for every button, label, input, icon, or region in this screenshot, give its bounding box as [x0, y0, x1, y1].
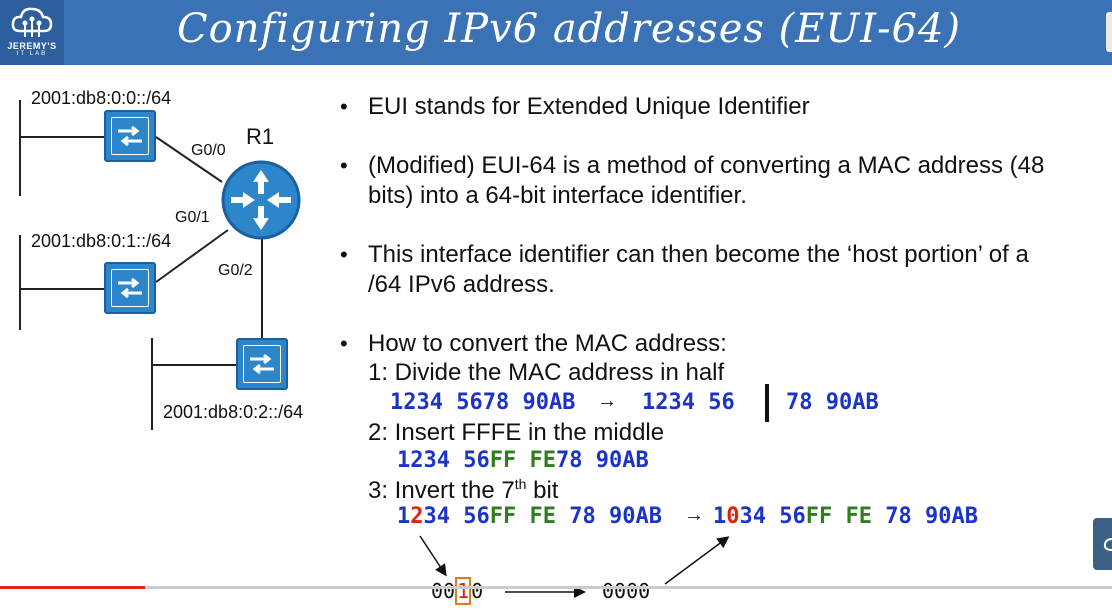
divider [765, 384, 769, 422]
interface-label-g0-2: G0/2 [218, 262, 253, 279]
router-name: R1 [246, 124, 275, 149]
eui-64-after-inversion: 1034 56FF FE 78 90AB [713, 504, 978, 529]
interface-label-g0-1: G0/1 [175, 209, 210, 226]
binary-after: 0000 [602, 579, 651, 603]
network-label-0: 2001:db8:0:0::/64 [31, 88, 172, 108]
interface-label-g0-0: G0/0 [191, 142, 226, 159]
slide-title: Configuring IPv6 addresses (EUI-64) [176, 6, 962, 52]
network-label-1: 2001:db8:0:1::/64 [31, 231, 172, 251]
arrow-right-icon: → [597, 390, 617, 412]
mac-right-half: 78 90AB [786, 390, 879, 415]
logo-text: JEREMY'S [7, 41, 57, 51]
network-label-2: 2001:db8:0:2::/64 [163, 402, 304, 422]
step-1-text: 1: Divide the MAC address in half [368, 359, 725, 386]
switch-icon [104, 262, 156, 314]
mac-address: 1234 5678 90AB [390, 390, 576, 415]
video-progress-track[interactable] [0, 586, 1112, 589]
side-panel-tab[interactable] [1106, 12, 1112, 52]
step-2-text: 2: Insert FFFE in the middle [368, 419, 665, 446]
eui-64-before-inversion: 1234 56FF FE 78 90AB [397, 504, 662, 529]
video-progress-fill [0, 586, 145, 589]
eui-64-with-fffe: 1234 56FF FE78 90AB [397, 448, 649, 473]
switch-icon [104, 110, 156, 162]
arrow-right-icon: → [684, 504, 704, 526]
cloud-network-icon [11, 7, 53, 37]
cloud-icon[interactable] [1093, 518, 1112, 570]
slide-header: JEREMY'S IT LAB Configuring IPv6 address… [0, 0, 1112, 65]
bit-inversion-arrows [419, 535, 730, 598]
switch-icon [236, 338, 288, 390]
jeremys-it-lab-logo: JEREMY'S IT LAB [0, 0, 64, 65]
network-topology-lines [19, 100, 263, 430]
mac-left-half: 1234 56 [642, 390, 735, 415]
router-icon [221, 160, 301, 240]
logo-subtext: IT LAB [16, 51, 48, 57]
step-3-text: 3: Invert the 7th bit [368, 476, 559, 504]
